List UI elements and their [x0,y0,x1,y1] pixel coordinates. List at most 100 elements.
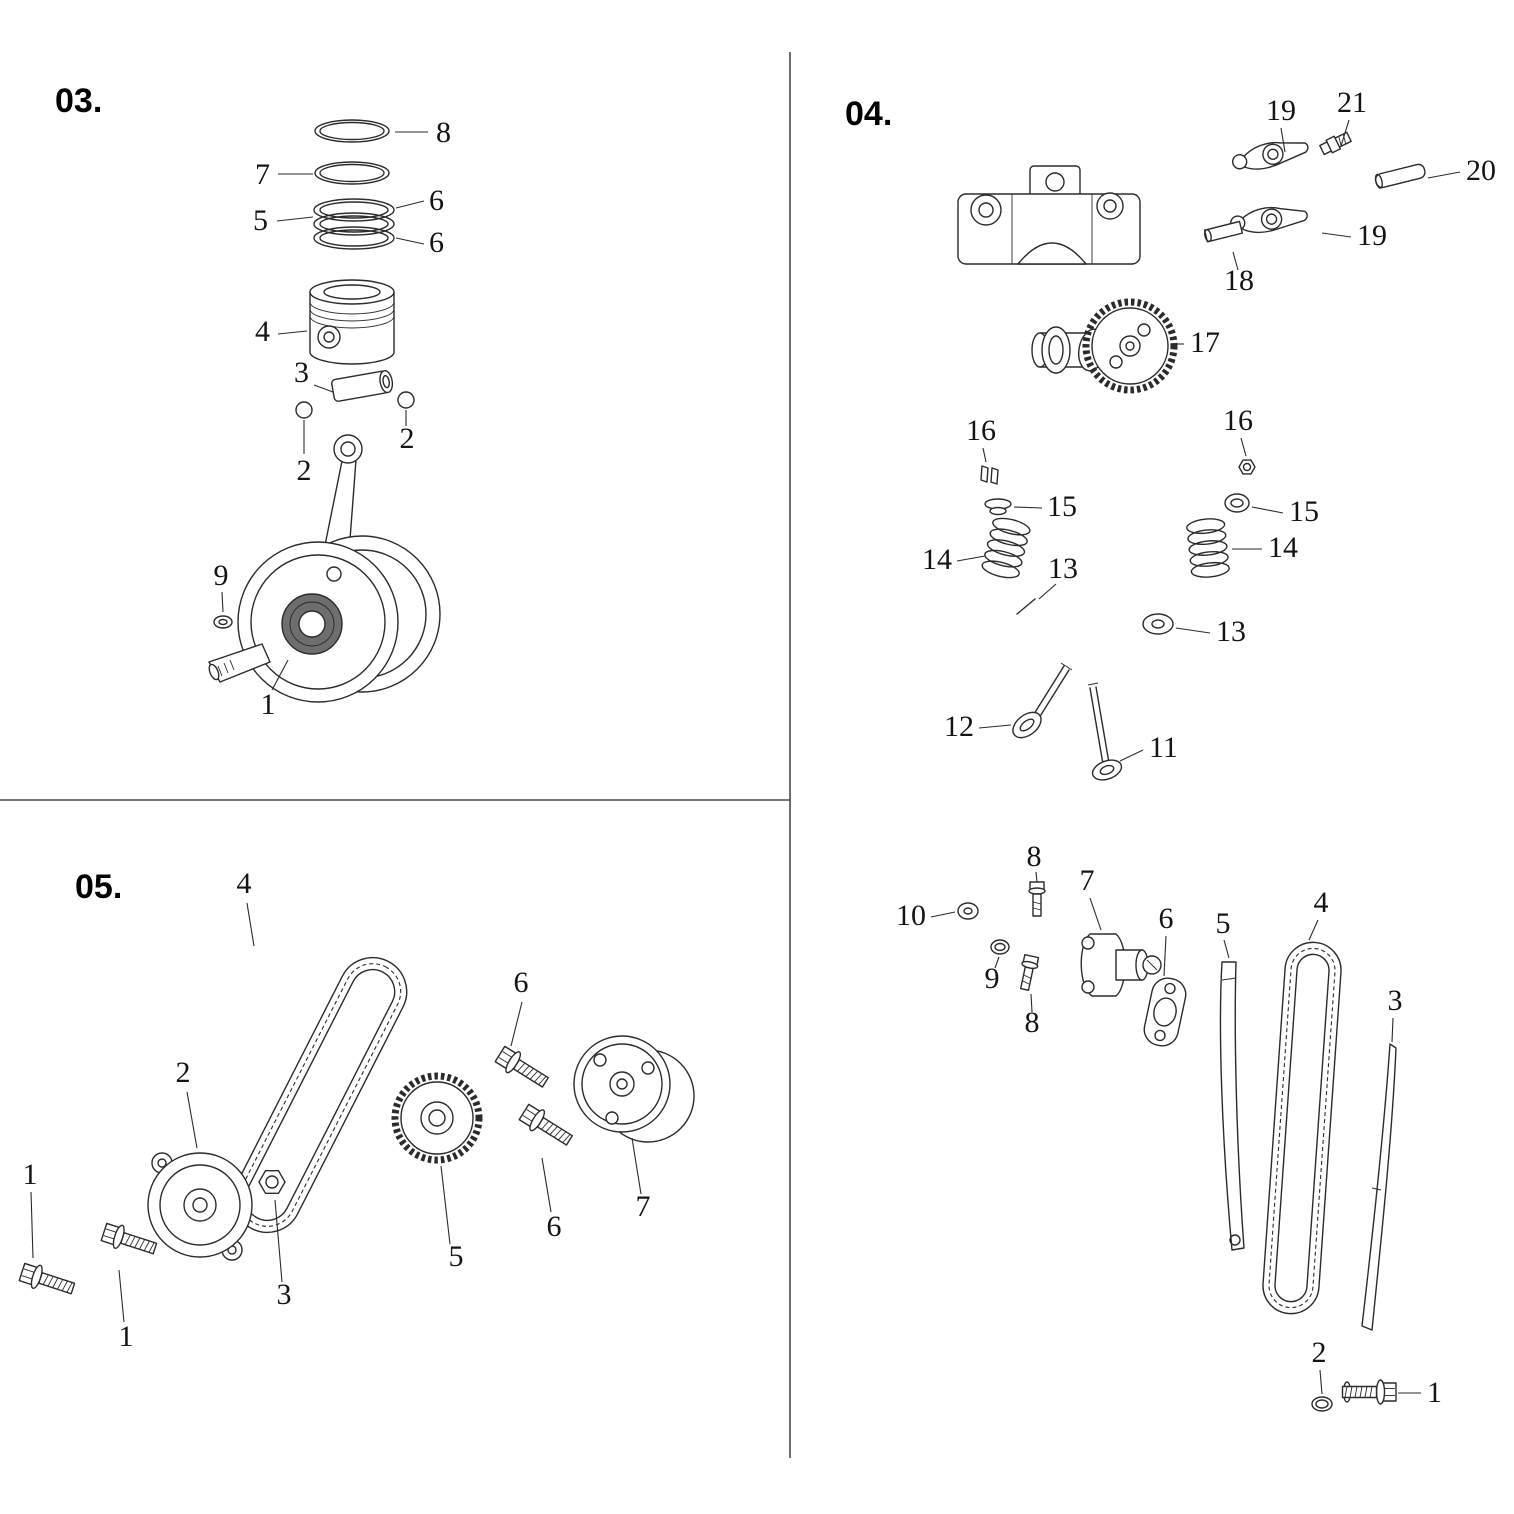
callout-s04-19a: 19 [1266,94,1296,153]
callout-s03-6b: 6 [395,226,444,259]
callout-label: 1 [119,1320,134,1353]
part-rocker-shaft-18 [1203,220,1244,243]
part-cam-chain-4 [1262,941,1342,1315]
part-adjuster-screw-21 [1319,131,1352,156]
part-ring-8 [314,119,390,143]
section-03: 03. [55,82,451,721]
callout-label: 11 [1149,731,1178,764]
section-05-title: 05. [75,868,122,906]
part-oring-2 [1311,1396,1333,1412]
part-gasket-6 [1143,977,1187,1047]
part-valve-intake-12 [1012,662,1073,739]
part-piston [309,279,395,365]
callout-label: 2 [1312,1336,1327,1369]
callout-label: 6 [1159,902,1174,935]
callout-label: 9 [985,962,1000,995]
section-04-title: 04. [845,95,892,133]
part-valve-exhaust-11 [1087,682,1123,781]
callout-label: 14 [922,543,952,576]
callout-label: 4 [237,867,252,900]
callout-label: 15 [1047,490,1077,523]
callout-label: 6 [514,966,529,999]
callout-label: 7 [1080,864,1095,897]
callout-s03-7: 7 [255,158,313,191]
callout-s03-2b: 2 [400,410,415,455]
part-camshaft-17 [1031,298,1178,394]
callout-s05-5: 5 [440,1165,464,1273]
callout-s05-7: 7 [631,1137,651,1223]
callout-label: 8 [1025,1006,1040,1039]
callout-label: 2 [400,422,415,455]
callout-s04-4: 4 [1308,886,1329,941]
callout-s04-16b: 16 [1223,404,1253,457]
part-drive-chain [232,956,408,1234]
part-ring-7 [314,161,390,185]
callout-s04-12: 12 [944,710,1012,743]
callout-s04-15b: 15 [1251,495,1319,528]
section-05: 05. [17,867,695,1353]
part-pin-20 [1374,163,1426,189]
callout-label: 10 [896,899,926,932]
callout-s05-3: 3 [274,1199,292,1311]
part-rocker-holder [957,165,1141,265]
callout-label: 21 [1337,86,1367,119]
callout-s05-1a: 1 [23,1158,38,1259]
callout-s04-8a: 8 [1027,840,1042,883]
callout-label: 17 [1190,326,1220,359]
callout-label: 14 [1268,531,1298,564]
part-cam-tensioner-7 [1080,933,1162,997]
callout-label: 4 [1314,886,1329,919]
part-valve-cotters-16a [980,465,999,485]
callout-s04-14b: 14 [1232,531,1298,564]
callout-label: 5 [253,204,268,237]
callout-s04-3: 3 [1388,984,1403,1043]
part-valve-spring-14b [1185,516,1231,580]
part-ring-set [313,198,395,250]
part-bolt-1b [99,1219,160,1261]
section-03-title: 03. [55,82,102,120]
part-bolt-8a [1028,881,1046,917]
callout-label: 6 [429,226,444,259]
callout-label: 5 [449,1240,464,1273]
callout-label: 1 [1427,1376,1442,1409]
part-washer-13b [1142,613,1174,635]
part-pin-13a [1016,598,1036,615]
callout-s04-13a: 13 [1038,552,1078,600]
callout-label: 1 [23,1158,38,1191]
part-circlip-right [397,391,415,409]
callout-label: 16 [966,414,996,447]
callout-label: 15 [1289,495,1319,528]
callout-s04-13b: 13 [1175,615,1246,648]
callout-s04-16a: 16 [966,414,996,463]
callout-s04-5: 5 [1216,907,1231,959]
callout-s03-6a: 6 [395,184,444,217]
callout-label: 9 [214,559,229,592]
callout-s05-1b: 1 [118,1269,134,1353]
section-04: 04. [845,86,1496,1412]
callout-label: 19 [1266,94,1296,127]
callout-s03-8: 8 [395,116,451,149]
callout-s04-2: 2 [1312,1336,1327,1395]
callout-label: 20 [1466,154,1496,187]
callout-s03-3: 3 [294,356,334,393]
callout-s03-1: 1 [261,659,289,721]
callout-label: 2 [176,1056,191,1089]
part-washer-9 [213,615,233,629]
callout-label: 5 [1216,907,1231,940]
part-crankshaft [208,535,441,703]
part-rocker-arm-upper [1231,141,1309,170]
callout-label: 7 [636,1190,651,1223]
callout-s04-20: 20 [1427,154,1496,187]
part-valve-nut-16b [1238,459,1256,475]
callout-s03-9: 9 [214,559,229,613]
callout-s03-2a: 2 [297,420,312,487]
callout-s04-17: 17 [1176,326,1220,359]
part-oil-pump-7 [573,1035,695,1143]
callout-label: 3 [1388,984,1403,1017]
callout-s04-9: 9 [985,956,1000,995]
part-bolt-6b [516,1101,577,1152]
callout-label: 2 [297,454,312,487]
callout-label: 16 [1223,404,1253,437]
callout-s04-18: 18 [1224,251,1254,297]
callout-label: 8 [1027,840,1042,873]
